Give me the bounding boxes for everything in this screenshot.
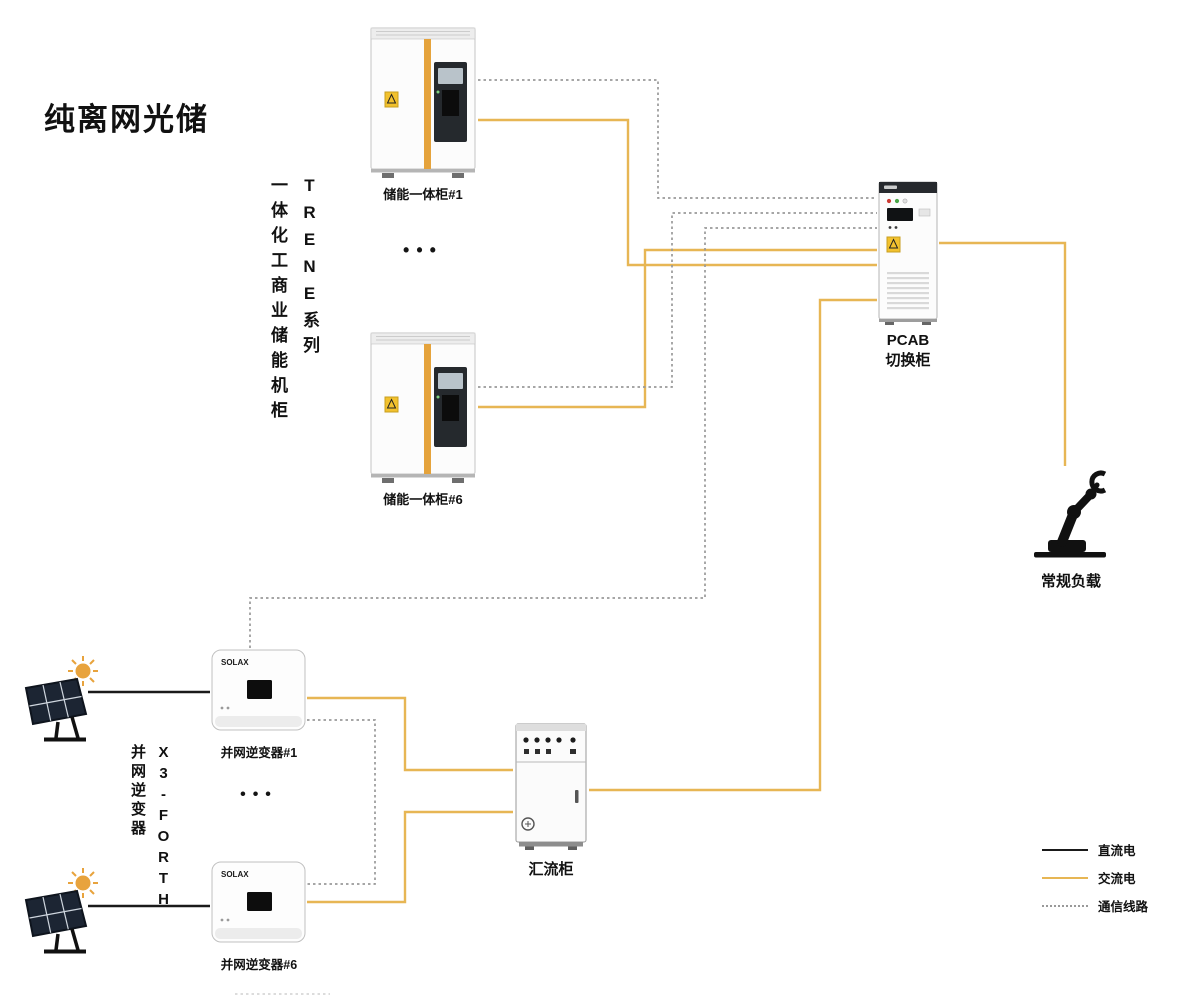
wire-comm-storage1-pcab — [478, 79, 877, 199]
legend-row-dc: 直流电 — [1042, 840, 1148, 859]
page-title: 纯离网光储 — [44, 102, 209, 137]
wire-ac-inverter1-combiner — [307, 696, 513, 772]
storage-series-label: TRENE系列 一体化工商业储能机柜 — [258, 176, 322, 426]
wire-comm-inverter1-inverter6 — [307, 719, 376, 885]
inverter-1-label: 并网逆变器#1 — [220, 746, 298, 760]
storage-cabinet-6-image — [368, 331, 478, 483]
wire-ac-storage1-pcab — [478, 118, 877, 267]
storage-cabinet-1 — [368, 26, 478, 178]
comm-line-label: 通信线路 — [1098, 900, 1149, 914]
wire-comm-inverterbus-pcab — [249, 227, 877, 648]
solar-panel-1-icon — [20, 654, 105, 746]
combiner-cabinet-image — [515, 723, 587, 850]
inverter-series-name: X3-FORTH — [155, 744, 172, 912]
inverter-6-image: SOLAX — [211, 861, 306, 943]
ac-line-label: 交流电 — [1098, 872, 1136, 886]
legend-row-ac: 交流电 — [1042, 868, 1148, 887]
inverter-6-label: 并网逆变器#6 — [220, 958, 298, 972]
inverter-1-brand-logo: SOLAX — [221, 658, 249, 667]
inverter-6-brand-logo: SOLAX — [221, 870, 249, 879]
ac-line-swatch — [1042, 876, 1088, 879]
solar-panel-2-image — [20, 866, 105, 958]
legend: 直流电 交流电 通信线路 — [1042, 840, 1148, 924]
ac-lines — [307, 118, 1067, 904]
inverter-series-label: X3-FORTH 并网逆变器 — [120, 744, 172, 912]
wire-comm-storage6-pcab — [478, 212, 877, 388]
pcab-label-line1: PCAB — [886, 332, 930, 349]
wire-ac-inverter6-combiner — [307, 810, 513, 904]
pcab-cabinet — [877, 180, 939, 325]
load-label: 常规负载 — [1040, 573, 1101, 590]
pcab-label: PCAB 切换柜 — [855, 331, 961, 370]
storage-cabinet-6-label: 储能一体柜#6 — [383, 492, 463, 507]
storage-cabinet-1-label: 储能一体柜#1 — [383, 187, 463, 202]
pcab-label-line2: 切换柜 — [885, 351, 931, 369]
solar-panel-1-image — [20, 654, 105, 746]
storage-ellipsis: ••• — [403, 240, 443, 260]
inverter-series-desc: 并网逆变器 — [129, 744, 146, 839]
inverter-ellipsis: ••• — [240, 786, 278, 803]
comm-lines — [235, 79, 877, 995]
storage-series-name: TRENE系列 — [300, 176, 319, 361]
legend-row-comm: 通信线路 — [1042, 896, 1148, 915]
storage-cabinet-1-image — [368, 26, 478, 178]
wire-ac-combiner-pcab — [589, 298, 877, 792]
storage-series-desc: 一体化工商业储能机柜 — [268, 176, 287, 426]
solar-panel-2-icon — [20, 866, 105, 958]
combiner-label: 汇流柜 — [528, 861, 574, 878]
inverter-1: SOLAX — [210, 648, 307, 736]
comm-line-swatch — [1042, 904, 1088, 907]
combiner-cabinet — [513, 720, 589, 850]
storage-cabinet-6 — [368, 331, 478, 483]
load-robot-arm-icon — [1028, 468, 1113, 563]
pcab-cabinet-image — [878, 181, 938, 325]
wire-ac-storage6-pcab — [478, 248, 877, 409]
inverter-1-image: SOLAX — [211, 649, 306, 731]
robot-arm-image — [1034, 470, 1107, 558]
dc-line-swatch — [1042, 848, 1088, 851]
dc-line-label: 直流电 — [1098, 844, 1136, 858]
inverter-6: SOLAX — [210, 860, 307, 948]
